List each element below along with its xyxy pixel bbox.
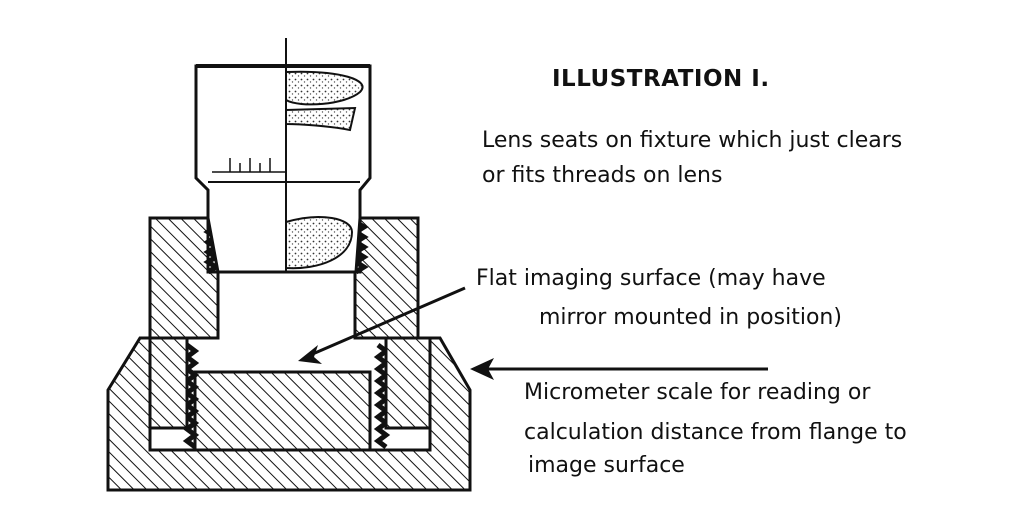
micrometer-note-line3: image surface [528, 453, 685, 478]
lens-element-middle [285, 106, 357, 132]
imaging-surface-note-line1: Flat imaging surface (may have [476, 266, 826, 291]
illustration-title: ILLUSTRATION I. [552, 66, 770, 92]
leader-line-imaging-surface [307, 286, 466, 358]
imaging-surface-note-line2: mirror mounted in position) [539, 305, 842, 330]
imaging-block [193, 370, 372, 452]
micrometer-note-line1: Micrometer scale for reading or [524, 380, 871, 405]
lens-element-upper [285, 70, 364, 106]
lens-seat-collar-left [148, 216, 220, 340]
lens-element-lower [285, 216, 354, 270]
barrel-scale-ticks [212, 158, 285, 173]
micrometer-note-line2: calculation distance from flange to [524, 420, 907, 445]
arrow-head-imaging-surface [298, 345, 322, 364]
lens-seat-note-line2: or fits threads on lens [482, 163, 723, 188]
base-thread-post-left [148, 336, 189, 430]
base-thread-post-right [384, 336, 432, 430]
arrow-head-micrometer [470, 358, 494, 380]
lens-seat-note-line1: Lens seats on fixture which just clears [482, 128, 903, 153]
base-thread-left [182, 343, 200, 449]
